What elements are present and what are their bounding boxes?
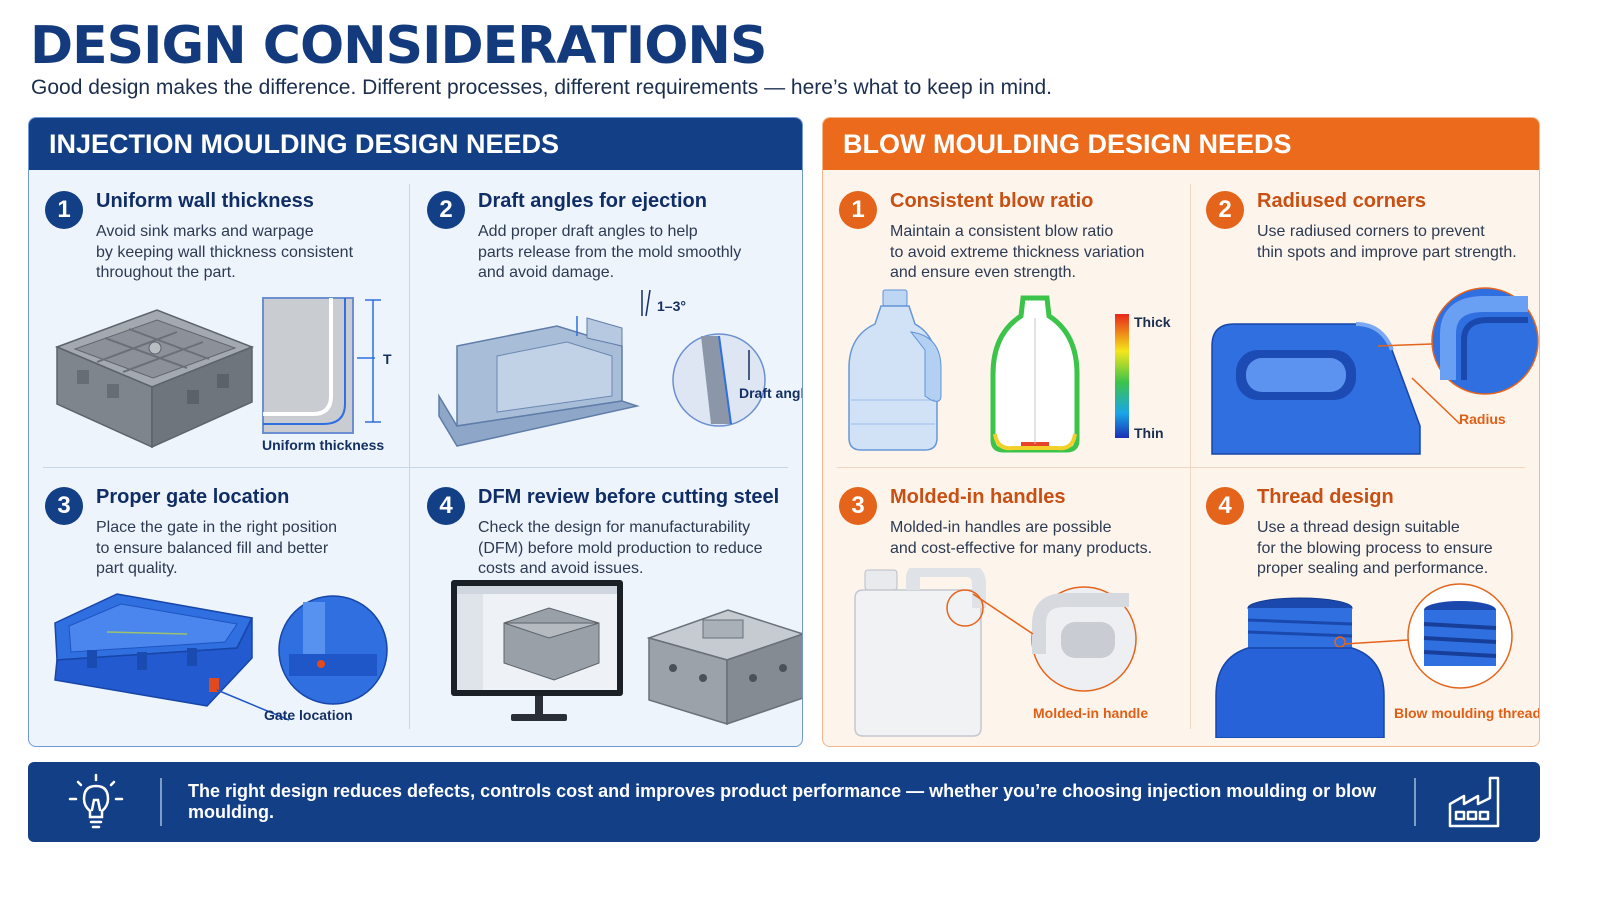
blow-item-thread-design: 4 Thread design Use a thread design suit… <box>1206 484 1539 738</box>
injection-item-gate-location: 3 Proper gate location Place the gate in… <box>45 484 395 734</box>
draft-angle-caption: Draft angle <box>739 385 802 401</box>
injection-item-uniform-wall: 1 Uniform wall thickness Avoid sink mark… <box>45 188 395 463</box>
item-title: DFM review before cutting steel <box>478 486 780 508</box>
thickness-t-label: T <box>383 351 392 367</box>
thin-label: Thin <box>1134 425 1164 441</box>
item-description: Use a thread design suitable for the blo… <box>1257 519 1493 577</box>
blow-panel: BLOW MOULDING DESIGN NEEDS 1 Consistent … <box>822 117 1540 747</box>
item-description: Place the gate in the right position to … <box>96 519 338 577</box>
thickness-color-scale <box>1115 314 1129 438</box>
blow-item-blow-ratio: 1 Consistent blow ratio Maintain a consi… <box>839 188 1179 463</box>
item-description: Add proper draft angles to help parts re… <box>478 223 742 281</box>
step-number: 2 <box>427 191 465 229</box>
page-title: DESIGN CONSIDERATIONS <box>30 16 767 76</box>
factory-icon <box>1448 776 1500 828</box>
step-number: 3 <box>839 487 877 525</box>
injection-item-dfm-review: 4 DFM review before cutting steel Check … <box>427 484 802 734</box>
injection-panel: INJECTION MOULDING DESIGN NEEDS 1 Unifor… <box>28 117 803 747</box>
grey-housing-part-illustration <box>54 309 255 449</box>
item-description: Maintain a consistent blow ratio to avoi… <box>890 223 1145 281</box>
blue-container-handle-illustration <box>1211 322 1421 455</box>
injection-horizontal-divider <box>43 467 788 468</box>
item-title: Uniform wall thickness <box>96 190 314 212</box>
step-number: 1 <box>45 191 83 229</box>
gate-leader-line <box>216 689 290 721</box>
injection-vertical-divider <box>409 184 410 729</box>
step-number: 1 <box>839 191 877 229</box>
angle-indicator-icon <box>641 289 651 317</box>
page-subtitle: Good design makes the difference. Differ… <box>31 76 1053 99</box>
radius-zoom-illustration <box>1431 287 1539 395</box>
footer-left-separator <box>160 778 162 826</box>
item-title: Radiused corners <box>1257 190 1426 212</box>
wall-section-illustration <box>262 297 381 434</box>
footer-banner: The right design reduces defects, contro… <box>28 762 1540 842</box>
radius-leader-lines <box>1377 343 1461 425</box>
step-number: 3 <box>45 487 83 525</box>
item-description: Use radiused corners to prevent thin spo… <box>1257 223 1517 261</box>
drafted-part-illustration <box>438 316 640 447</box>
thread-zoom-illustration <box>1407 583 1513 689</box>
blow-horizontal-divider <box>837 467 1525 468</box>
thick-label: Thick <box>1134 314 1171 330</box>
handle-zoom-illustration <box>1031 586 1137 692</box>
uniform-thickness-caption: Uniform thickness <box>262 437 385 453</box>
thickness-section-illustration <box>990 295 1080 453</box>
draft-angle-zoom-illustration <box>672 333 766 427</box>
footer-message: The right design reduces defects, contro… <box>188 781 1377 822</box>
item-title: Thread design <box>1257 486 1394 508</box>
thread-caption: Blow moulding thread <box>1394 705 1540 721</box>
step-number: 4 <box>1206 487 1244 525</box>
blow-item-molded-handles: 3 Molded-in handles Molded-in handles ar… <box>839 484 1179 737</box>
cad-monitor-illustration <box>451 580 623 721</box>
injection-panel-header: INJECTION MOULDING DESIGN NEEDS <box>29 118 802 170</box>
radius-caption: Radius <box>1459 411 1506 427</box>
gate-location-caption: Gate location <box>264 707 353 723</box>
white-jerrycan-illustration <box>854 568 986 737</box>
molded-handle-caption: Molded-in handle <box>1033 705 1149 721</box>
draft-angle-value-label: 1–3° <box>657 298 686 314</box>
injection-item-draft-angles: 2 Draft angles for ejection Add proper d… <box>427 188 802 463</box>
item-title: Molded-in handles <box>890 486 1066 508</box>
steel-mold-block-illustration <box>646 609 802 726</box>
footer-right-separator <box>1414 778 1416 826</box>
blow-vertical-divider <box>1190 184 1191 729</box>
clear-jug-illustration <box>848 289 942 451</box>
item-description: Avoid sink marks and warpage by keeping … <box>96 223 354 281</box>
blue-tray-illustration <box>54 593 254 707</box>
step-number: 4 <box>427 487 465 525</box>
lightbulb-icon <box>68 773 124 829</box>
blue-bottle-neck-illustration <box>1215 597 1385 738</box>
item-title: Consistent blow ratio <box>890 190 1094 212</box>
gate-zoom-illustration <box>278 595 388 705</box>
blow-item-radiused-corners: 2 Radiused corners Use radiused corners … <box>1206 188 1539 463</box>
item-description: Molded-in handles are possible and cost-… <box>890 519 1153 557</box>
thread-leader-line <box>1343 639 1409 645</box>
item-description: Check the design for manufacturability (… <box>478 519 763 577</box>
item-title: Proper gate location <box>96 486 290 508</box>
item-title: Draft angles for ejection <box>478 190 707 212</box>
blow-panel-header: BLOW MOULDING DESIGN NEEDS <box>823 118 1539 170</box>
step-number: 2 <box>1206 191 1244 229</box>
handle-leader-line <box>972 593 1034 635</box>
